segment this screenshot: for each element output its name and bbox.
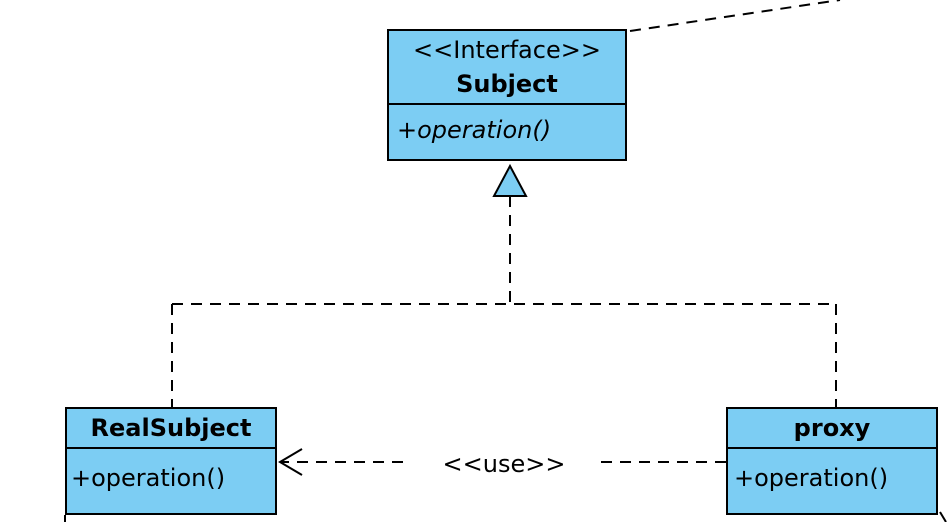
subject-operation: +operation() [389,103,625,159]
note-connector-line [629,0,841,32]
subject-stereotype: <<Interface>> [413,36,601,64]
proxy-class[interactable]: proxy +operation() [726,407,938,515]
subject-class-name: Subject [456,70,558,98]
realization-arrowhead [492,163,528,197]
realsubject-class[interactable]: RealSubject +operation() [65,407,277,515]
realsubject-operation: +operation() [67,447,275,513]
proxy-operation: +operation() [728,447,936,513]
realsubject-class-name: RealSubject [90,414,252,442]
subject-interface-class[interactable]: <<Interface>> Subject +operation() [387,29,627,161]
use-dependency-label: <<use>> [410,446,598,482]
offscreen-line-right [939,511,947,522]
proxy-class-name: proxy [793,414,871,442]
dependency-arrowhead [278,448,303,476]
